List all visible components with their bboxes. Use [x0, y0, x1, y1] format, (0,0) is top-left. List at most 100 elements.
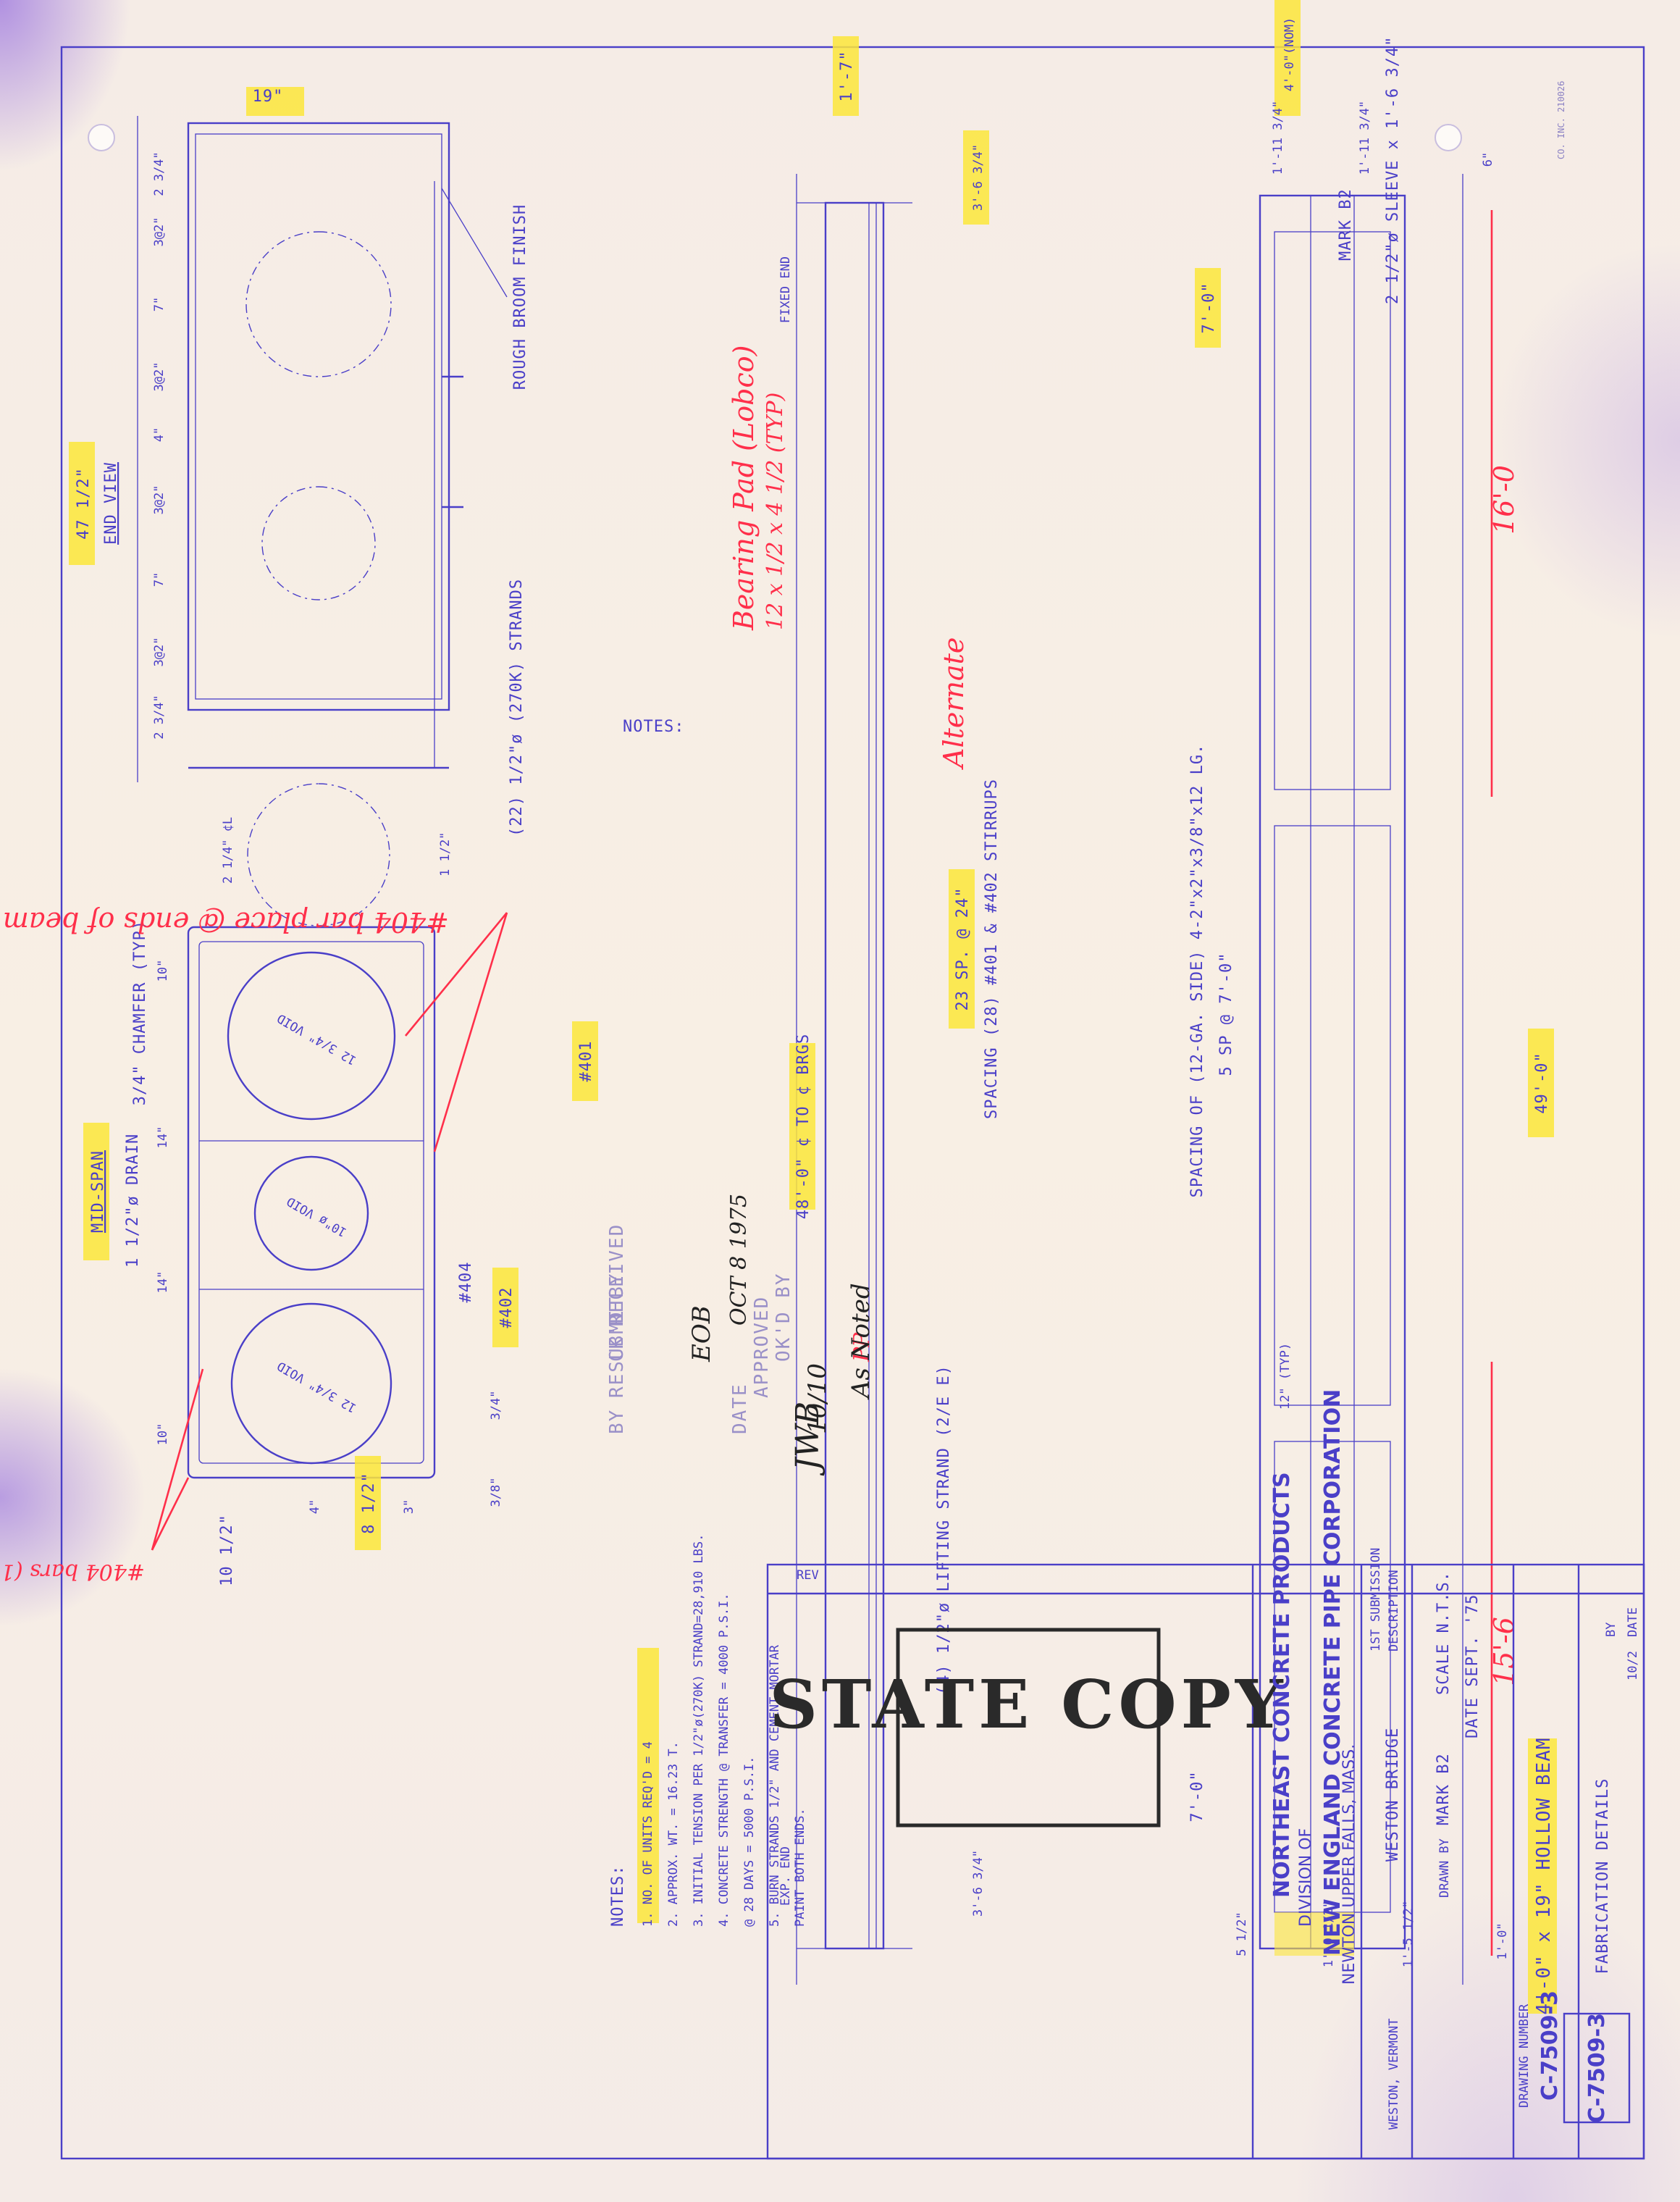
bars-404-note: #404 bars (16' long) sym. about ¢ span — [0, 1559, 145, 1584]
review-date-label: DATE — [729, 1383, 751, 1434]
right-dim: 3/4" — [489, 1391, 503, 1420]
printer-mark: CO. INC. 210026 — [1556, 81, 1566, 159]
bearing-pad-label: Bearing Pad (Lobco) — [728, 346, 760, 631]
bottom-dim: 8 1/2" — [360, 1472, 378, 1533]
title-block-frame — [766, 1563, 1645, 2160]
side-dim: 4" — [308, 1499, 322, 1514]
notes-block: NOTES: — [623, 718, 684, 736]
end-view-void — [247, 783, 390, 926]
side-dim: 3" — [402, 1499, 416, 1514]
plan-left-offset: 7'-0" — [1200, 282, 1218, 333]
plan-w-left: 1'-11 3/4" — [1271, 101, 1285, 175]
end-view-dim: 3@2" — [152, 485, 167, 515]
tb-title: 4'-0" x 19" HOLLOW BEAM — [1533, 1737, 1555, 2014]
tb-scale: SCALE N.T.S. — [1435, 1571, 1453, 1695]
top-right-dim: 1 1/2" — [438, 832, 453, 876]
tb-rev-label: REV — [797, 1568, 819, 1583]
review-date-value: 10/10 — [803, 1363, 832, 1434]
highlight — [949, 869, 975, 1029]
plan-panel — [1274, 231, 1391, 790]
end-dim-right: 3'-6 3/4" — [971, 1850, 986, 1917]
right-dim: 3/8" — [489, 1478, 503, 1507]
end-view-void — [245, 231, 392, 377]
plan-last-span: 15'-6 — [1488, 1617, 1520, 1686]
highlight — [69, 442, 95, 565]
end-view-dim: 4" — [152, 427, 167, 442]
review-ckd-initials: EOB — [687, 1305, 716, 1362]
plan-bottom-dim: 1'-0 1/2" — [1322, 1901, 1336, 1967]
end-view-dim: 7" — [152, 572, 167, 587]
end-view-dim: 3@2" — [152, 217, 167, 247]
stirrup-spacing: 23 SP. @ 24" — [954, 887, 972, 1011]
tb-drawn-by: DRAWN BY — [1437, 1838, 1452, 1898]
note-item: 4. CONCRETE STRENGTH @ TRANSFER = 4000 P… — [717, 1593, 731, 1927]
note-item: 1. NO. OF UNITS REQ'D = 4 — [641, 1741, 655, 1927]
tb-drawing-number-label: DRAWING NUMBER — [1517, 2004, 1532, 2108]
bar-404-note: #404 bar place @ ends of beam — [3, 906, 449, 938]
midspan-outline — [187, 926, 436, 1479]
note-item: 2. APPROX. WT. = 16.23 T. — [666, 1741, 681, 1927]
drain-label: 1 1/2"ø DRAIN — [124, 1134, 142, 1268]
cell-dim: 14" — [156, 1271, 170, 1294]
tb-company: NORTHEAST CONCRETE PRODUCTS — [1269, 1472, 1295, 1898]
review-approved-note: As Noted — [847, 1283, 875, 1400]
punch-hole-icon — [1435, 124, 1462, 151]
state-copy-stamp: STATE COPY — [769, 1665, 1287, 1743]
highlight — [83, 1123, 109, 1260]
corner-drawing-number: C-7509-3 — [1584, 2013, 1610, 2123]
void-label: 12 3/4" VOID — [274, 1358, 358, 1415]
end-view-dim: 3@2" — [152, 637, 167, 667]
chamfer-label: 3/4" CHAMFER (TYP) — [131, 920, 149, 1105]
notes-list: NOTES: 1. NO. OF UNITS REQ'D = 4 2. APPR… — [609, 1534, 807, 1927]
void-circle — [253, 1155, 369, 1271]
plan-edge-dim: 6" — [1481, 152, 1495, 167]
end-view-inner — [195, 133, 442, 700]
tb-division: DIVISION OF — [1297, 1828, 1315, 1927]
highlight — [1274, 0, 1301, 116]
highlight — [1528, 1738, 1557, 2014]
tb-subtitle: FABRICATION DETAILS — [1594, 1778, 1612, 1975]
lifting-label: (4) 1/2"ø LIFTING STRAND (2/E E) — [935, 1365, 953, 1695]
leader-line — [441, 188, 508, 298]
tb-drawing-number: C-7509-3 — [1537, 1990, 1563, 2101]
tb-project-location: WESTON, VERMONT — [1387, 2018, 1401, 2130]
review-resubmit: RESUBMIT — [606, 1296, 628, 1398]
end-view-height: 19" — [253, 88, 284, 106]
plan-first-span: 16'-0 — [1488, 465, 1520, 535]
plan-spacing-note: SPACING OF (12-GA. SIDE) 4-2"x2"x3/8"x12… — [1188, 744, 1206, 1198]
tb-rev-description: 1ST SUBMISSION — [1369, 1548, 1383, 1652]
plan-spacing: 5 SP @ 7'-0" — [1217, 953, 1235, 1076]
strands-label: (22) 1/2"ø (270K) STRANDS — [508, 579, 526, 837]
tb-date-label: DATE — [1626, 1607, 1640, 1637]
tb-parent: NEW ENGLAND CONCRETE PIPE CORPORATION — [1320, 1389, 1345, 1956]
cell-dim: 14" — [156, 1126, 170, 1149]
highlight — [492, 1268, 518, 1347]
plan-view: 4'-0"(NOM) 1'-11 3/4" 1'-11 3/4" 7'-0" 1… — [1188, 0, 1554, 1985]
void-circle — [227, 951, 396, 1121]
midspan-label: MID-SPAN — [89, 1150, 107, 1233]
corner-number-box — [1563, 2012, 1631, 2124]
highlight — [637, 1648, 659, 1923]
cell-dim: 10" — [156, 1423, 170, 1446]
plan-panel — [1274, 825, 1391, 1406]
plan-edge-dim-end: 1'-0" — [1495, 1922, 1510, 1959]
review-date: OCT 8 1975 — [726, 1194, 752, 1326]
highlight — [355, 1456, 381, 1550]
leader-line-red — [404, 912, 508, 1152]
review-okd-initials: PP — [849, 1332, 875, 1362]
highlight — [1274, 1912, 1354, 1956]
review-approved: APPROVED — [751, 1296, 773, 1398]
note-item: 3. INITIAL TENSION PER 1/2"ø(270K) STRAN… — [692, 1534, 706, 1927]
cl-dim: 2 1/4" ¢L — [221, 817, 235, 884]
end-view-dim: 2 3/4" — [152, 695, 167, 739]
end-view-label: END VIEW — [102, 462, 120, 545]
tb-mark: MARK B2 — [1435, 1753, 1453, 1825]
review-ckd: CK'D BY — [606, 1272, 628, 1362]
plan-total-length: 49'-0" — [1533, 1052, 1551, 1113]
tb-by-label: BY — [1604, 1623, 1618, 1637]
title-block: REV STATE COPY NORTHEAST CONCRETE PRODUC… — [766, 1389, 1645, 2160]
void-label: 10"ø VOID — [285, 1194, 350, 1239]
